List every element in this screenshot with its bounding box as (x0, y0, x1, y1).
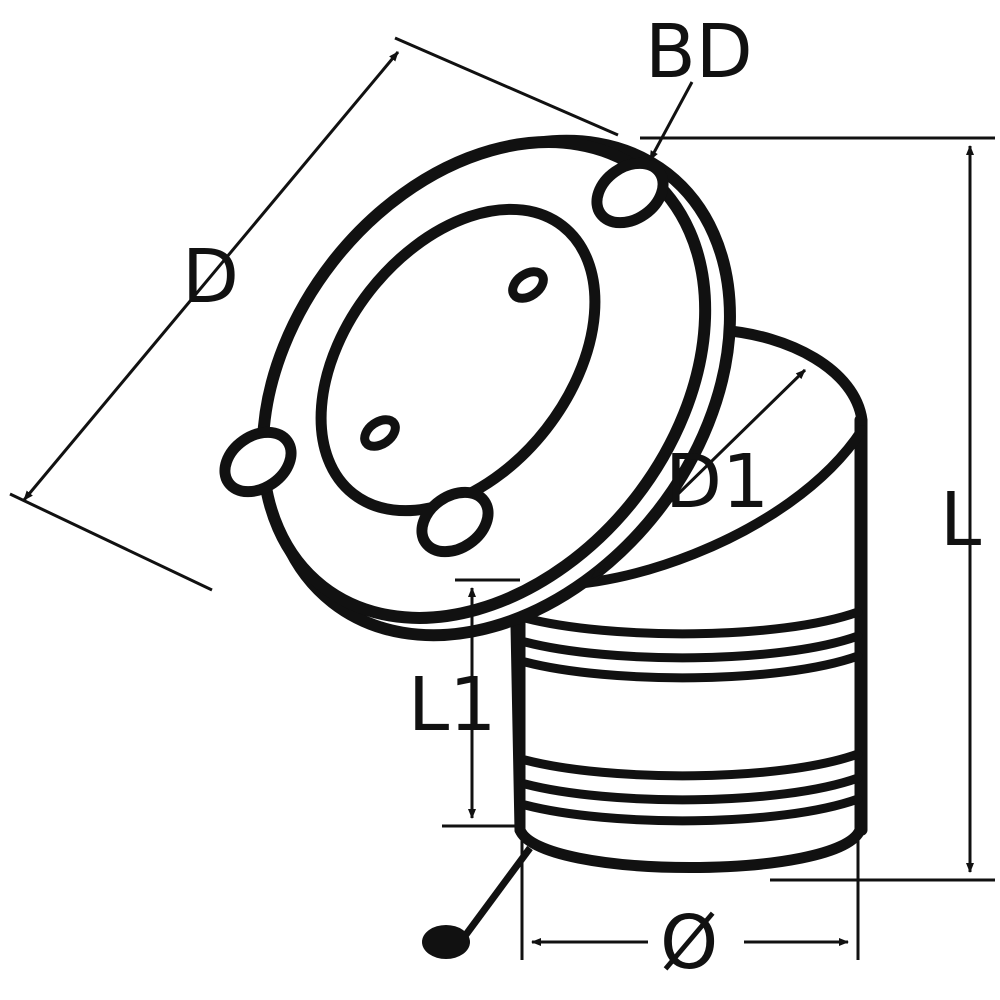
diameter-label: Ø (660, 900, 718, 986)
d-label: D (182, 234, 239, 320)
bolt-hole (591, 157, 669, 229)
screw-hole (508, 267, 548, 303)
grooves (520, 607, 863, 826)
l-label: L (940, 477, 981, 563)
d1-dimension-line (590, 368, 807, 580)
d1-label: D1 (665, 439, 769, 525)
d-dimension-line (22, 51, 400, 501)
bd-leader (648, 81, 694, 161)
bd-label: BD (645, 9, 753, 95)
cap-chain (422, 845, 533, 959)
bolt-hole (416, 486, 494, 558)
cap-plug (422, 925, 470, 959)
l1-label: L1 (408, 662, 496, 748)
